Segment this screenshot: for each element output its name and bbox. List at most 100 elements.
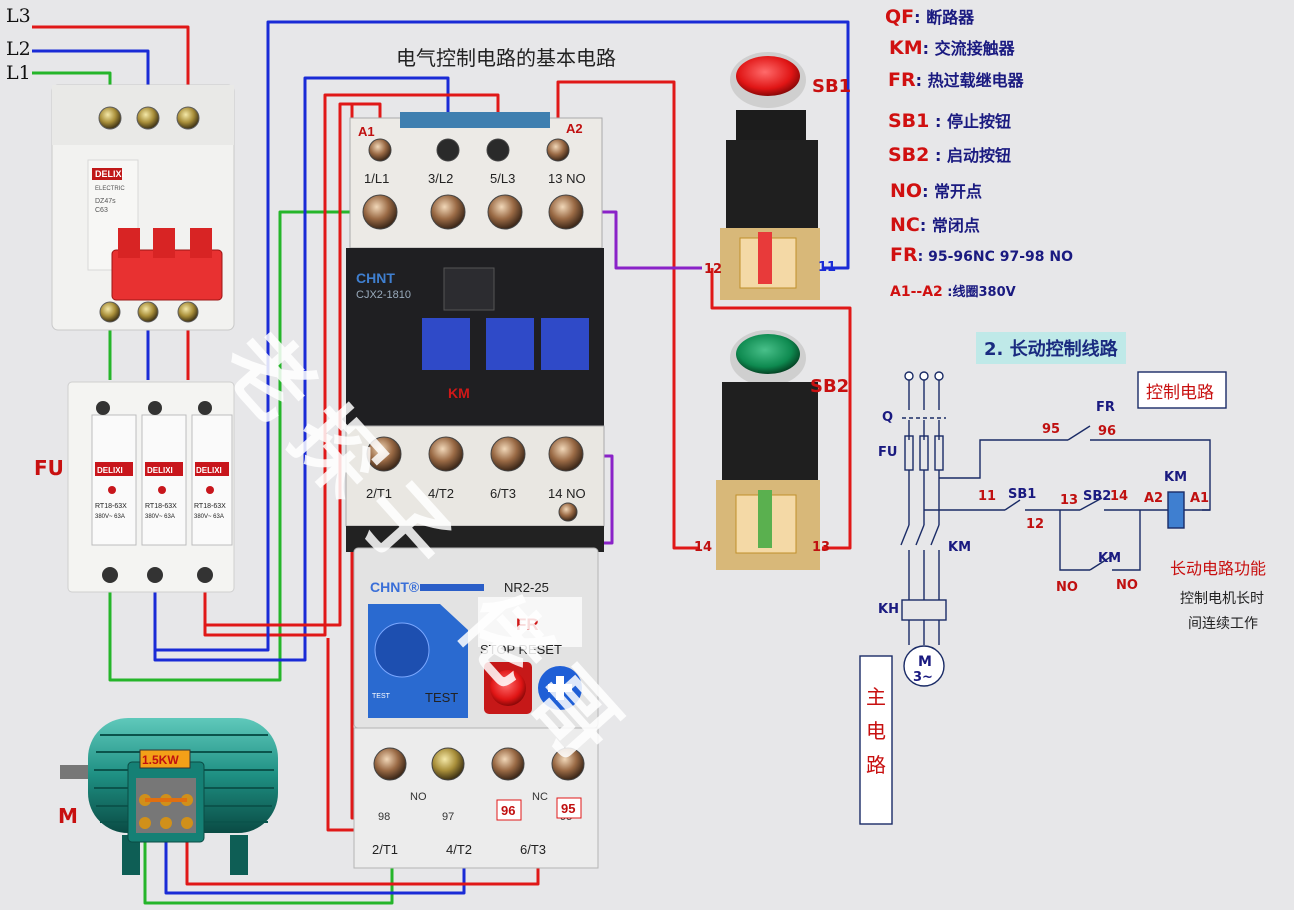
- legend-text: 线圈380V: [952, 285, 1016, 300]
- sb1-label: SB1: [812, 76, 852, 97]
- motor-power: 1.5KW: [142, 753, 179, 767]
- legend-key: SB1: [888, 110, 930, 132]
- fuse-model-1: RT18-63X: [95, 503, 127, 510]
- schem-km-coil: KM: [1164, 470, 1188, 485]
- fuse-brand-1: DELIXI: [97, 466, 123, 475]
- supply-label-l1: L1: [6, 62, 31, 84]
- fr-contact-no: NO: [410, 791, 427, 803]
- fuse-brand-3: DELIXI: [196, 466, 222, 475]
- schem-km-aux: KM: [1098, 551, 1122, 566]
- schem-12: 12: [1026, 517, 1045, 532]
- fr-dial-test: TEST: [372, 693, 391, 700]
- thermal-overload-relay-fr: CHNT® NR2-25 FR STOP RESET TEST TEST 98 …: [353, 547, 599, 869]
- contactor-a1: A1: [358, 124, 375, 139]
- fr-output-1: 2/T1: [372, 842, 398, 857]
- fuse-spec-2: 380V~ 63A: [145, 514, 175, 520]
- schem-fu: FU: [878, 445, 898, 460]
- legend-no: NO: 常开点: [890, 180, 983, 202]
- sb2-term-13: 13: [812, 540, 831, 555]
- fr-term-96: 96: [501, 803, 515, 818]
- legend-key: NC: [890, 214, 920, 236]
- legend-key: KM: [889, 37, 923, 59]
- schem-motor-3: 3~: [913, 670, 933, 685]
- legend-text: 常闭点: [931, 216, 980, 235]
- fr-output-3: 6/T3: [520, 842, 546, 857]
- function-title: 长动电路功能: [1170, 559, 1267, 578]
- fr-test: TEST: [425, 690, 458, 705]
- sb1-term-11: 11: [818, 260, 837, 275]
- schematic-banner: 2. 长动控制线路: [976, 332, 1126, 364]
- motor-m: 1.5KW: [60, 718, 278, 875]
- legend-text: 热过载继电器: [927, 71, 1024, 90]
- fr-brand: CHNT®: [370, 579, 420, 595]
- schem-sb2: SB2: [1083, 489, 1112, 504]
- legend-text: 停止按钮: [946, 112, 1011, 131]
- legend-sb1: SB1 : 停止按钮: [888, 110, 1011, 132]
- fr-stop-reset: STOP RESET: [480, 642, 562, 657]
- ac-contactor-km: CHNT CJX2-1810 KM A1 A2 1/L1 3/L2 5/L3 1…: [345, 112, 605, 552]
- legend-key: NO: [890, 180, 923, 202]
- contactor-model: CJX2-1810: [356, 289, 411, 301]
- legend-fr: FR: 热过载继电器: [888, 69, 1024, 91]
- wire-l3-fu-km: [203, 93, 500, 637]
- legend-key: FR: [890, 244, 918, 266]
- fuse-block: DELIXI DELIXI DELIXI RT18-63X RT18-63X R…: [67, 381, 235, 593]
- contactor-a2: A2: [566, 121, 583, 136]
- wire-sb1-sb2: [710, 268, 852, 550]
- breaker-brand: DELIXI: [95, 169, 124, 179]
- legend-text: 95-96NC 97-98 NO: [928, 249, 1074, 265]
- sb2-label: SB2: [810, 376, 850, 397]
- schem-km-main: KM: [948, 540, 972, 555]
- breaker-model: DZ47s: [95, 198, 116, 205]
- fuse-model-2: RT18-63X: [145, 503, 177, 510]
- legend-key: A1--A2: [890, 284, 943, 300]
- schem-sb1: SB1: [1008, 487, 1037, 502]
- wire-control-l1: [153, 20, 850, 652]
- breaker-rating: C63: [95, 207, 108, 214]
- legend-fr-contacts: FR: 95-96NC 97-98 NO: [890, 244, 1074, 266]
- wire-motor-w: [185, 835, 540, 886]
- schem-motor-m: M: [918, 654, 932, 670]
- start-button-sb2[interactable]: [716, 330, 820, 570]
- schem-kh: KH: [878, 602, 899, 617]
- schem-fr: FR: [1096, 400, 1115, 415]
- supply-label-l2: L2: [6, 38, 31, 60]
- fr-contact-nc: NC: [532, 791, 548, 803]
- legend-km: KM: 交流接触器: [889, 37, 1015, 59]
- fr-model: NR2-25: [504, 580, 549, 595]
- km-top-terminal-2: 3/L2: [428, 171, 453, 186]
- fr-term-95: 95: [561, 801, 575, 816]
- legend-coil: A1--A2 :线圈380V: [890, 284, 1016, 300]
- wire-control-l3: [203, 102, 382, 627]
- stop-button-sb1[interactable]: [720, 52, 820, 300]
- sb2-term-14: 14: [694, 540, 713, 555]
- schem-a2: A2: [1144, 491, 1164, 506]
- schem-no-2: NO: [1116, 578, 1138, 593]
- legend-nc: NC: 常闭点: [890, 214, 980, 236]
- sb1-term-12: 12: [704, 262, 723, 277]
- km-top-terminal-1: 1/L1: [364, 171, 389, 186]
- legend-text: 启动按钮: [946, 146, 1011, 165]
- schem-95: 95: [1042, 422, 1061, 437]
- motor-label: M: [58, 804, 78, 828]
- contactor-km-label: KM: [448, 385, 470, 401]
- km-bottom-terminal-4: 14 NO: [548, 486, 586, 501]
- circuit-breaker-qf: DELIXI ELECTRIC DZ47s C63: [51, 84, 235, 331]
- km-bottom-terminal-1: 2/T1: [366, 486, 392, 501]
- fuse-label: FU: [34, 456, 64, 480]
- fr-contact-97: 97: [442, 811, 454, 823]
- fr-contact-98: 98: [378, 811, 390, 823]
- contactor-brand: CHNT: [356, 270, 395, 286]
- fuse-model-3: RT18-63X: [194, 503, 226, 510]
- schem-13: 13: [1060, 493, 1079, 508]
- page-title: 电气控制电路的基本电路: [396, 46, 616, 70]
- wire-a2-fr95: [556, 80, 698, 550]
- legend-key: QF: [885, 6, 915, 28]
- supply-label-l3: L3: [6, 5, 31, 27]
- schem-q: Q: [882, 410, 894, 425]
- legend-qf: QF: 断路器: [885, 6, 975, 28]
- fr-label: FR: [516, 615, 539, 634]
- wire-km13-sb: [590, 210, 702, 270]
- legend-text: 断路器: [926, 8, 975, 27]
